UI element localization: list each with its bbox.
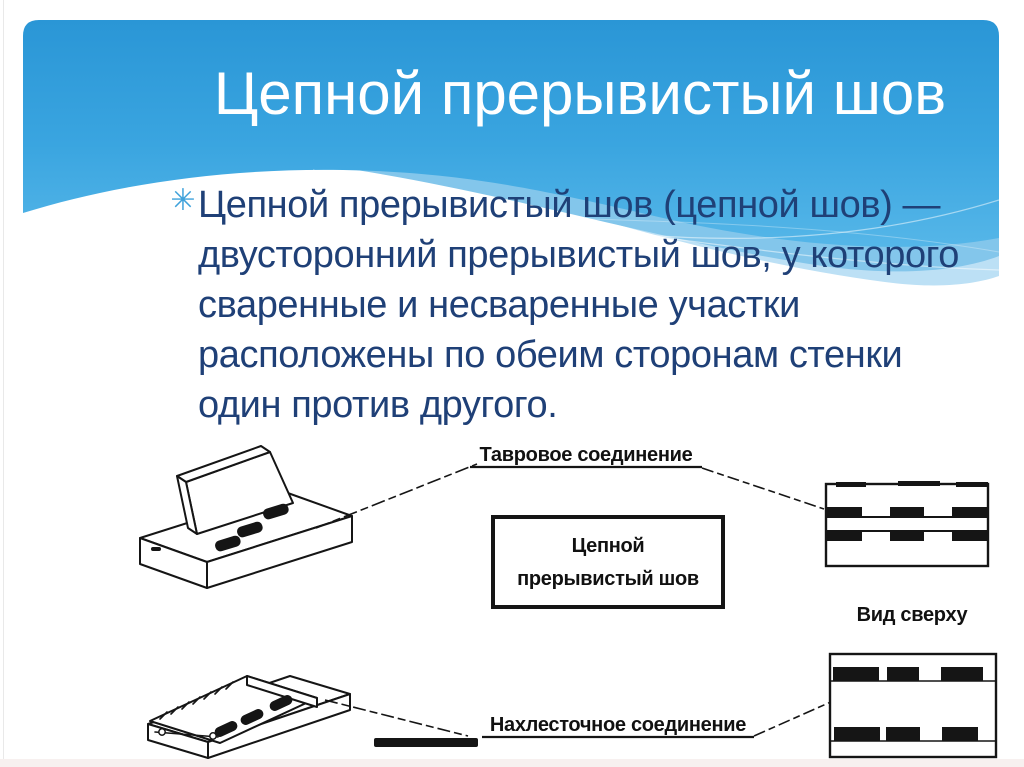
- slide-left-edge: [3, 0, 4, 767]
- center-box-line2: прерывистый шов: [517, 568, 699, 590]
- tee-joint-top-view: [824, 481, 990, 568]
- asterisk-bullet-icon: ✳: [170, 184, 196, 217]
- leader-line-tee: [315, 463, 478, 529]
- body-text-line: двусторонний прерывистый шов, у которого: [198, 234, 960, 276]
- body-text-line: Цепной прерывистый шов (цепной шов) —: [198, 184, 941, 226]
- lap-joint-sketch: [147, 675, 351, 759]
- center-label-box: Цепной прерывистый шов: [491, 515, 725, 609]
- weld-bar-mark: [374, 738, 478, 747]
- wave-hairline-2: [312, 169, 999, 239]
- leader-line-tee-topview: [701, 467, 825, 510]
- lap-joint-weld-beads: [214, 695, 293, 737]
- lap-joint-top-view: [828, 652, 998, 759]
- weld-diagram: Тавровое соединение Цепной прерывистый ш…: [139, 444, 998, 759]
- header-panel: [23, 20, 999, 247]
- page-title: Цепной прерывистый шов: [213, 60, 947, 127]
- tee-joint-weld-beads: [151, 503, 289, 552]
- body-text-line: один против другого.: [198, 384, 558, 426]
- slide-bottom-strip: [0, 759, 1024, 767]
- tee-joint-sketch: [139, 445, 353, 589]
- lap-joint-far-weld-ticks: [159, 681, 234, 720]
- leader-line-lap-topview: [753, 700, 834, 737]
- center-box-line1: Цепной: [572, 535, 645, 557]
- wave-hairline-3: [142, 189, 999, 253]
- wave-hairline-1: [82, 196, 999, 271]
- body-text-line: сваренные и несваренные участки: [198, 284, 800, 326]
- lap-top-view-weld-dashes: [833, 667, 983, 741]
- tee-top-view-weld-dashes: [826, 481, 988, 541]
- bullet-paragraph: Цепной прерывистый шов (цепной шов) — дв…: [198, 180, 1010, 430]
- top-view-label: Вид сверху: [857, 604, 969, 626]
- lap-joint-label: Нахлесточное соединение: [490, 714, 746, 736]
- tee-joint-label: Тавровое соединение: [480, 444, 693, 466]
- header-banner: [23, 20, 999, 286]
- leader-line-lap: [324, 699, 469, 737]
- body-text-line: расположены по обеим сторонам стенки: [198, 334, 903, 376]
